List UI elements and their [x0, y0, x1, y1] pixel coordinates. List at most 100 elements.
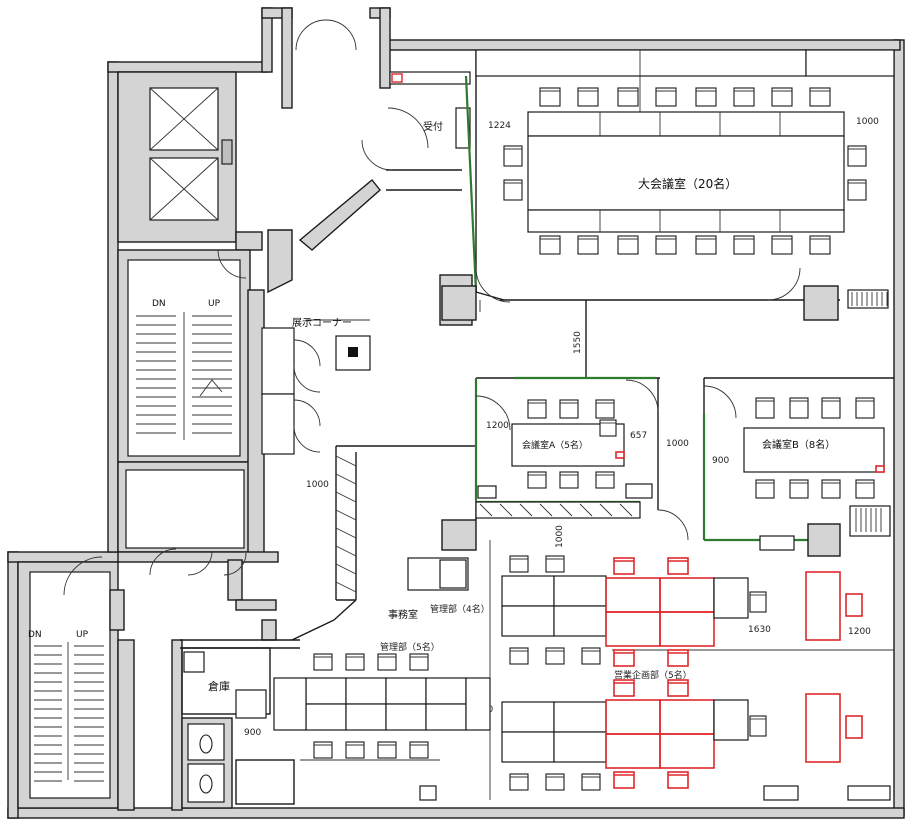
admin-group-label: 管理部（5名）	[380, 641, 440, 653]
chair	[617, 87, 639, 107]
new-chair	[845, 715, 863, 739]
chair	[821, 479, 841, 499]
cabinet-tick	[335, 563, 357, 575]
storage-label: 倉庫	[208, 679, 230, 693]
cabinet-tick	[335, 581, 357, 593]
new-desk	[659, 611, 715, 647]
stair-up-label: UP	[208, 299, 221, 309]
new-desk	[659, 577, 715, 613]
chair	[409, 653, 429, 671]
office-desk	[305, 703, 347, 731]
chair	[581, 773, 601, 791]
dim-1630: 1630	[748, 625, 771, 635]
chair	[655, 87, 677, 107]
side-desk	[713, 699, 749, 741]
chair	[613, 649, 635, 667]
new-desk	[659, 699, 715, 735]
cabinet-tick	[335, 545, 357, 557]
eng-group-label: 管理部（4名）	[430, 603, 490, 615]
cabinet-tick	[559, 503, 573, 517]
office-desk	[501, 701, 555, 733]
chair	[559, 399, 579, 419]
cabinet-tick	[519, 503, 533, 517]
chair	[789, 479, 809, 499]
office-desk	[385, 677, 427, 705]
new-desk	[605, 733, 661, 769]
storage-and-toilets: 倉庫	[181, 647, 891, 809]
meeting-room-a: 会議室A（5名） 1200 657	[441, 376, 660, 551]
chair	[599, 419, 617, 437]
office-area: 事務室 管理部（4名） 管理部（5名） 営業企画部（5名） 1000 1630 …	[244, 525, 894, 800]
chair	[509, 647, 529, 665]
chair	[503, 145, 523, 167]
dim-657: 657	[630, 431, 647, 441]
dim-1200: 1200	[486, 421, 509, 431]
chair	[821, 397, 841, 419]
chair	[733, 87, 755, 107]
stair2-up-label: UP	[76, 630, 89, 640]
chair	[313, 741, 333, 759]
reception-area: 受付	[361, 71, 471, 191]
chair	[377, 741, 397, 759]
chair	[527, 399, 547, 419]
chair	[749, 591, 767, 613]
chair	[409, 741, 429, 759]
office-desk	[501, 575, 555, 607]
office-desk	[305, 677, 347, 705]
chair	[595, 399, 615, 419]
office-desk	[501, 731, 555, 763]
core-walls	[109, 179, 473, 811]
chair	[377, 653, 397, 671]
dim-1200-b: 1200	[848, 627, 871, 637]
chair	[809, 235, 831, 255]
stair2-dn-label: DN	[28, 630, 42, 640]
chair	[695, 235, 717, 255]
office-desk	[553, 575, 607, 607]
chair	[655, 235, 677, 255]
dim-900-a: 900	[712, 456, 729, 466]
meeting-b-label: 会議室B（8名）	[762, 438, 835, 451]
chair	[847, 179, 867, 201]
new-desk	[805, 693, 841, 763]
chair	[539, 235, 561, 255]
office-desk	[425, 677, 467, 705]
dim-1224: 1224	[488, 121, 511, 131]
chair	[667, 771, 689, 789]
chair	[613, 771, 635, 789]
office-desk	[345, 703, 387, 731]
cabinet-tick	[335, 491, 357, 503]
new-desk	[659, 733, 715, 769]
new-desk	[605, 699, 661, 735]
new-desk	[805, 571, 841, 641]
chair	[855, 479, 875, 499]
cabinet-tick	[579, 503, 593, 517]
chair	[595, 471, 615, 489]
office-desk	[385, 703, 427, 731]
office-label: 事務室	[388, 608, 418, 621]
chair	[345, 653, 365, 671]
lower-stairs: DN UP	[17, 561, 119, 809]
meeting-room-b: 会議室B（8名） 1000 900	[657, 377, 894, 557]
chair	[749, 715, 767, 737]
chair	[667, 679, 689, 697]
chair	[613, 557, 635, 575]
chair	[539, 87, 561, 107]
cabinet-tick	[499, 503, 513, 517]
dim-900-c: 900	[244, 728, 261, 738]
chair	[695, 87, 717, 107]
sales-group-label: 営業企画部（5名）	[614, 669, 692, 681]
office-desk	[425, 703, 467, 731]
cabinet-tick	[479, 503, 493, 517]
large-meeting-room: 大会議室（20名） 1224 1000	[441, 49, 895, 321]
chair	[545, 647, 565, 665]
dim-1000-a: 1000	[856, 117, 879, 127]
upper-stairs: DN UP	[117, 249, 251, 463]
side-desk	[713, 577, 749, 619]
chair	[509, 773, 529, 791]
chair	[809, 87, 831, 107]
office-desk	[553, 605, 607, 637]
chair	[771, 235, 793, 255]
chair	[667, 557, 689, 575]
chair	[313, 653, 333, 671]
